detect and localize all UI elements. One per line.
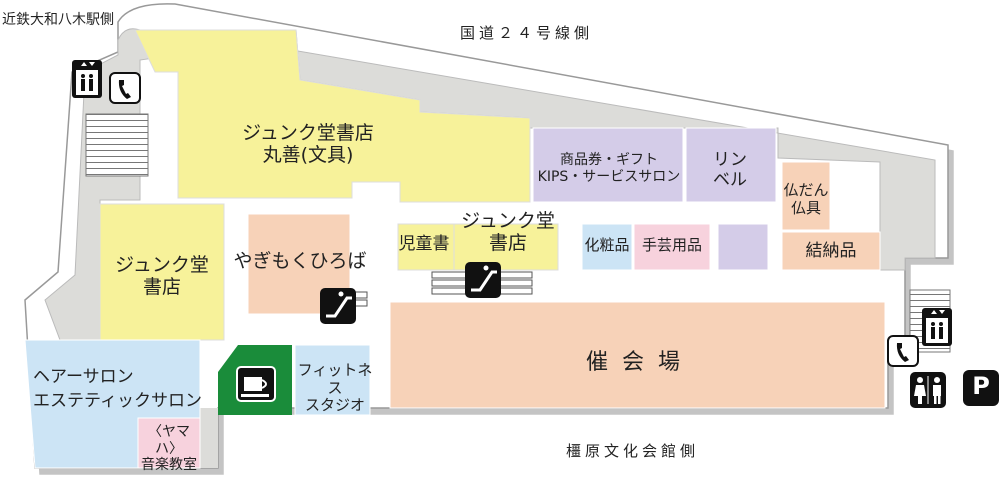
shop-label-junkudo-center: ジュンク堂 書店 xyxy=(461,210,555,255)
shop-label-butsudan: 仏だん 仏具 xyxy=(783,181,829,217)
shop-gift-kips xyxy=(532,127,684,203)
shop-butsudan xyxy=(781,161,831,231)
shop-label-yuinou: 結納品 xyxy=(805,241,857,261)
stairs-left xyxy=(85,113,149,177)
phone-icon xyxy=(109,72,141,104)
shop-label-yagimoku: やぎもくひろば xyxy=(233,250,367,272)
side-label-station: 近鉄大和八木駅側 xyxy=(2,12,114,28)
shop-label-junkudo-left: ジュンク堂 書店 xyxy=(115,254,209,299)
shop-junkudo-left xyxy=(99,203,225,341)
shop-label-linvel: リン ベル xyxy=(713,150,747,191)
shop-label-jidousho: 児童書 xyxy=(398,234,450,254)
parking-label: P xyxy=(972,372,990,400)
shop-label-yamaha: 〈ヤマハ〉 音楽教室 xyxy=(141,424,197,474)
shop-junkudo-maruzen xyxy=(134,29,531,203)
side-label-route24: 国道２４号線側 xyxy=(460,24,594,42)
shop-yamaha xyxy=(137,417,201,469)
shop-kesho xyxy=(581,223,633,271)
escalator-icon xyxy=(320,288,368,324)
elevator-icon xyxy=(922,308,952,346)
elevator-icon xyxy=(72,60,102,98)
escalator-icon xyxy=(431,262,533,298)
shop-label-hair-salon: ヘアーサロン エステティックサロン xyxy=(33,367,202,411)
shop-linvel xyxy=(685,127,777,203)
shop-label-event-hall: 催会場 xyxy=(585,350,694,375)
side-label-bunka-kaikan: 橿原文化会館側 xyxy=(566,442,700,460)
shop-label-fitness: フィットネス スタジオ xyxy=(297,361,373,415)
event-hall xyxy=(389,301,886,409)
shop-label-junkudo-maruzen: ジュンク堂書店 丸善(文具) xyxy=(242,122,374,167)
shop-label-shugei: 手芸用品 xyxy=(641,236,702,254)
restroom-icon xyxy=(910,372,946,408)
phone-icon xyxy=(887,335,919,367)
shop-fitness xyxy=(294,344,371,416)
shop-label-gift-kips: 商品券・ギフト KIPS・サービスサロン xyxy=(537,152,681,185)
parking-icon xyxy=(963,370,999,406)
shop-lavender-small xyxy=(717,223,769,271)
shop-jidousho xyxy=(397,223,455,271)
shop-yuinou xyxy=(781,231,881,271)
cafe-icon xyxy=(236,366,276,402)
shop-shugei xyxy=(633,223,711,271)
shop-label-kesho: 化粧品 xyxy=(584,236,630,254)
gray-strip-bottom xyxy=(200,408,218,468)
